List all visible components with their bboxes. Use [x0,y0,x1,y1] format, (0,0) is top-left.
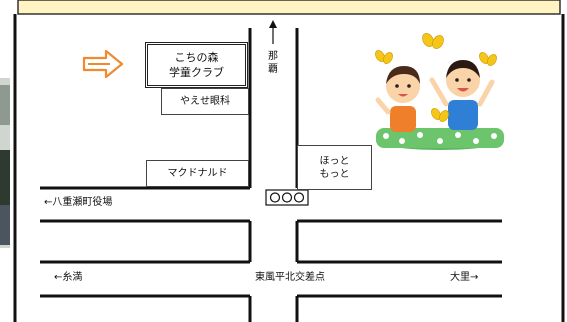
yaese-ganka-label: やえせ眼科 [180,96,230,107]
up-arrow-icon [269,20,277,44]
hotto-line2: もっと [319,168,350,180]
mcdonalds-label: マクドナルド [167,168,228,179]
hotto-motto-box: ほっと もっと [297,145,372,190]
mcdonalds-box: マクドナルド [146,160,249,187]
yaese-town-office-label: ←八重瀬町役場 [44,197,113,208]
yaese-ganka-box: やえせ眼科 [161,88,249,115]
kochinomori-gakudo-club-box: こちの森 学童クラブ [145,42,248,88]
header-banner [17,0,561,15]
left-photo-strip [0,78,10,248]
itoman-label: ←糸満 [54,272,83,283]
orange-right-arrow-icon [82,49,124,79]
kochinomori-line1: こちの森 [174,51,219,64]
naha-label: 那 覇 [266,50,280,76]
tofu-hira-kita-intersection-label: 東風平北交差点 [255,272,325,283]
hotto-line1: ほっと [319,155,350,167]
kochinomori-line2: 学童クラブ [169,66,224,79]
children-illustration-icon [375,33,504,150]
traffic-light-icon [265,189,309,206]
naha-char2: 覇 [268,64,278,75]
ozato-label: 大里→ [450,272,479,283]
naha-char1: 那 [268,51,278,62]
